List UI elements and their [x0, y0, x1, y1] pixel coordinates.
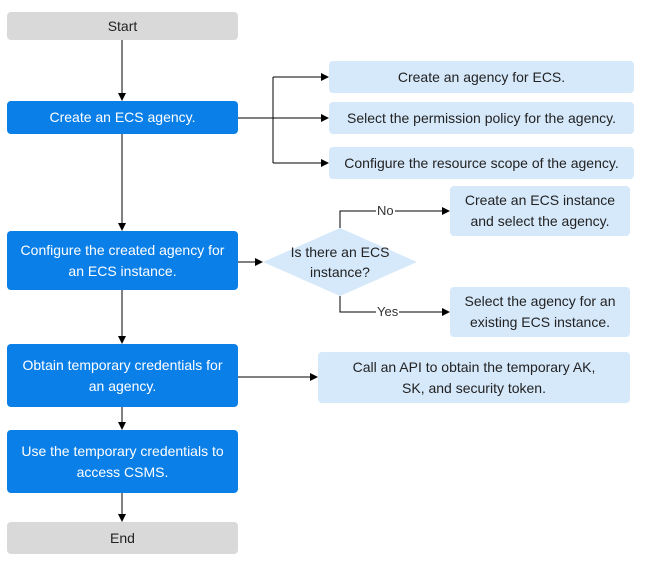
edge-label-yes: Yes	[376, 304, 400, 319]
obtain-credentials-step: Obtain temporary credentials for an agen…	[7, 344, 238, 407]
decision-label: Is there an ECS instance?	[290, 244, 390, 280]
call-api-action: Call an API to obtain the temporary AK, …	[318, 352, 630, 403]
configure-agency-step: Configure the created agency for an ECS …	[7, 231, 238, 290]
arrow-decision-no	[339, 207, 450, 228]
arrow-decision-yes	[339, 296, 450, 316]
use-credentials-step: Use the temporary credentials to access …	[7, 430, 238, 493]
end-node: End	[7, 522, 238, 554]
sub-create-agency: Create an agency for ECS.	[329, 61, 634, 93]
edge-label-no: No	[376, 203, 395, 218]
sub-configure-scope: Configure the resource scope of the agen…	[329, 147, 634, 179]
no-branch-action: Create an ECS instance and select the ag…	[450, 186, 630, 236]
yes-branch-action: Select the agency for an existing ECS in…	[450, 287, 630, 337]
create-agency-step: Create an ECS agency.	[7, 101, 238, 134]
sub-select-policy: Select the permission policy for the age…	[329, 102, 634, 134]
start-node: Start	[7, 12, 238, 40]
decision-diamond	[263, 228, 417, 296]
